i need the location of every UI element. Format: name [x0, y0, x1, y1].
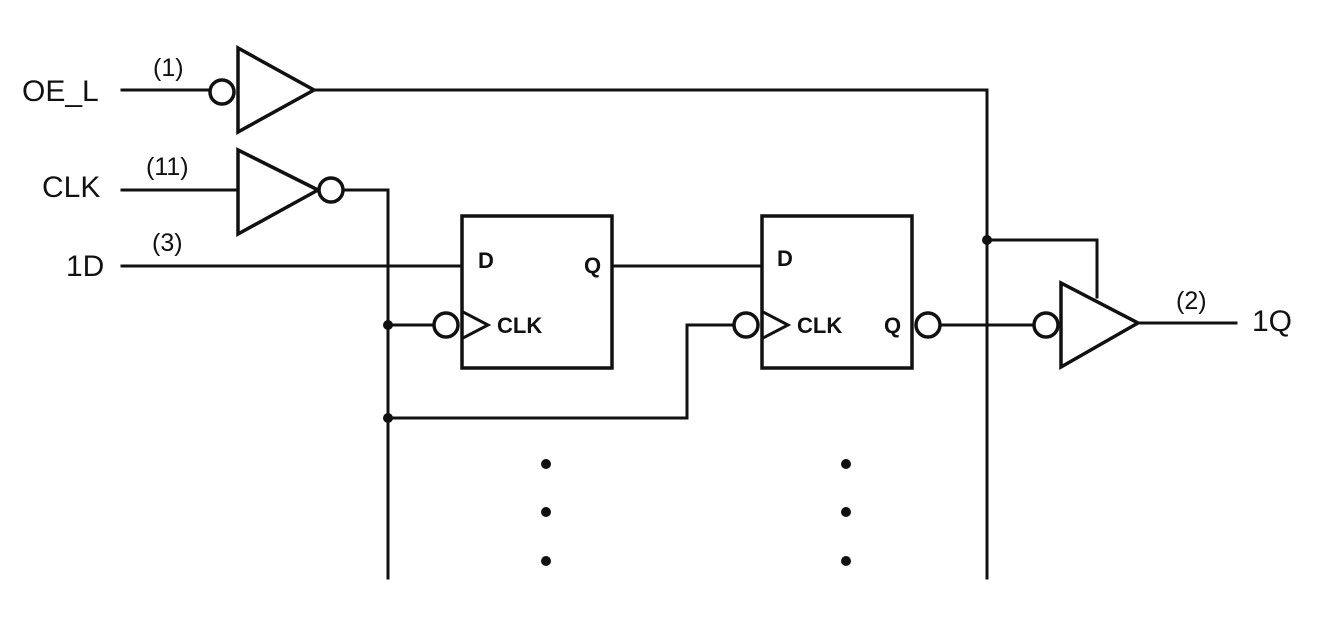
buffer-enable-wire [985, 238, 1099, 299]
buffer-triangle [1059, 280, 1142, 371]
ff2-d-label: D [777, 246, 793, 271]
inversion-bubble [1032, 311, 1060, 339]
ellipsis-dot [841, 556, 851, 566]
inversion-bubble [317, 176, 345, 204]
output-tristate-buffer [1032, 280, 1142, 371]
oe-l-signal-label: OE_L [22, 75, 99, 108]
flipflop-box [460, 214, 614, 370]
clk-bus-wire [341, 188, 390, 580]
ff1-d-label: D [478, 248, 494, 273]
ff2-clk-wire [386, 323, 736, 420]
clock-inversion-bubble [432, 311, 460, 339]
ellipsis-dot [541, 507, 551, 517]
inversion-bubble [208, 78, 236, 106]
d1-signal-label: 1D [66, 250, 104, 283]
q1-pin-number: (2) [1176, 287, 1207, 315]
flipflop-2: D Q CLK [732, 214, 942, 370]
junctions [383, 235, 992, 423]
pin-numbers: (1) (11) (3) (2) [146, 54, 1207, 315]
buffer-triangle [236, 147, 322, 237]
clk-pin-number: (11) [146, 153, 189, 181]
flipflop-1: D Q CLK [432, 214, 614, 370]
clock-inversion-bubble [732, 311, 760, 339]
wires [120, 88, 1238, 580]
clk-inverter [236, 147, 345, 237]
q-inversion-bubble [914, 311, 942, 339]
ellipsis-dot [841, 507, 851, 517]
oe-l-pin-number: (1) [153, 54, 184, 82]
oe-enable-wire [312, 88, 989, 580]
ff2-q-label: Q [884, 313, 901, 338]
continuation-dots [541, 459, 851, 566]
clock-triangle-icon [760, 309, 792, 341]
junction-dot [982, 235, 992, 245]
ellipsis-dot [841, 459, 851, 469]
ff1-q-label: Q [584, 253, 601, 278]
ff1-clk-label: CLK [497, 313, 542, 338]
ellipsis-dot [541, 556, 551, 566]
junction-dot [383, 413, 393, 423]
signal-labels: OE_L CLK 1D 1Q [22, 75, 1292, 338]
junction-dot [383, 320, 393, 330]
clock-triangle-icon [460, 309, 492, 341]
clk-signal-label: CLK [42, 171, 100, 204]
ellipsis-dot [541, 459, 551, 469]
q1-signal-label: 1Q [1252, 305, 1292, 338]
ff2-clk-label: CLK [797, 313, 842, 338]
flipflop-box [760, 214, 914, 370]
d1-pin-number: (3) [152, 229, 183, 257]
oe-inverting-buffer [208, 45, 318, 135]
buffer-triangle [236, 45, 318, 135]
